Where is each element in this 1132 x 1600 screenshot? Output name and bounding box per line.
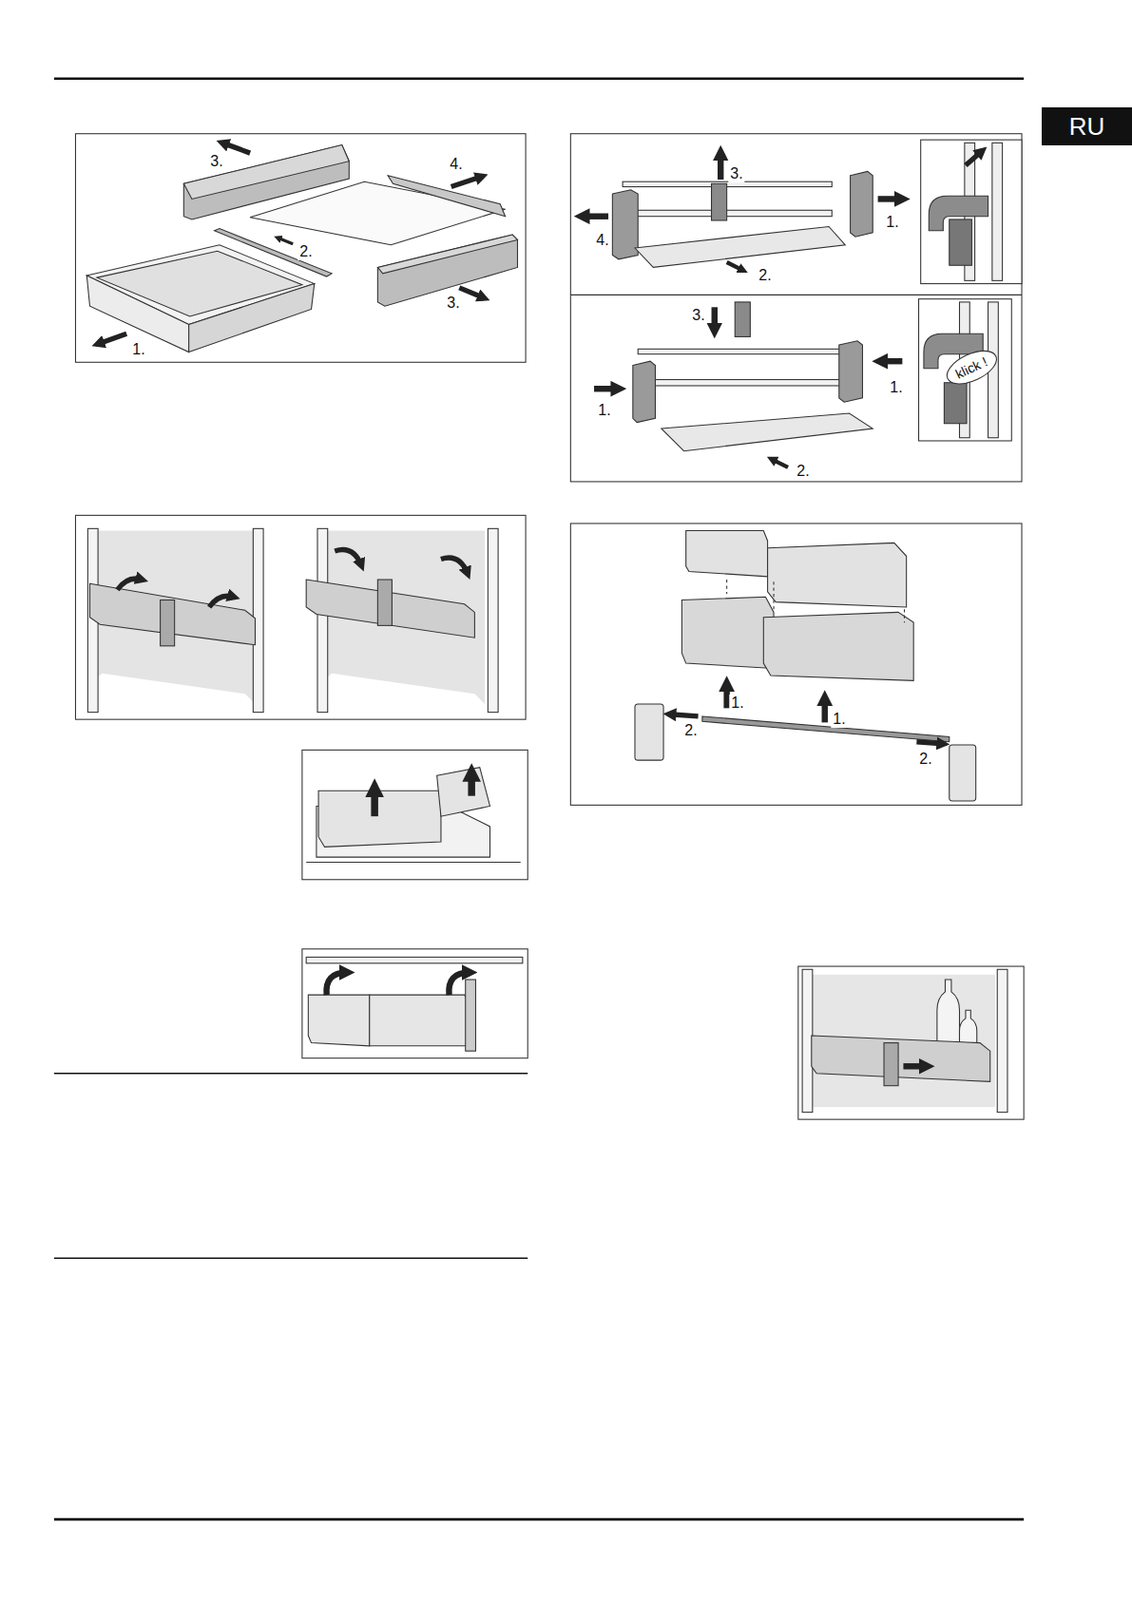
step-number: 4. [447, 155, 464, 173]
step-number: 1. [883, 213, 901, 231]
door-shelf-figure [570, 134, 1022, 482]
page-rules [54, 78, 1024, 1520]
drawer-figure [75, 134, 526, 364]
step-number: 4. [594, 231, 611, 250]
bin-tilt-figure [302, 949, 528, 1059]
door-rack-figure [75, 515, 526, 720]
language-tab: RU [1041, 107, 1132, 146]
bottle-holder-figure [798, 966, 1024, 1120]
tab-text: RU [1069, 114, 1106, 139]
step-number: 3. [690, 306, 707, 325]
step-number: 1. [130, 341, 147, 359]
step-number: 3. [208, 153, 225, 171]
step-number: 2. [297, 243, 314, 261]
step-number: 2. [917, 750, 934, 768]
step-number: 2. [682, 722, 699, 740]
bin-lift-figure [302, 749, 528, 880]
step-number: 1. [729, 694, 746, 712]
step-number: 3. [444, 294, 461, 312]
step-number: 2. [756, 267, 773, 285]
step-number: 3. [728, 165, 745, 183]
step-number: 1. [887, 379, 904, 397]
bin-figure [570, 523, 1022, 806]
step-number: 1. [595, 402, 613, 420]
step-number: 2. [794, 462, 811, 480]
step-number: 1. [830, 710, 847, 729]
